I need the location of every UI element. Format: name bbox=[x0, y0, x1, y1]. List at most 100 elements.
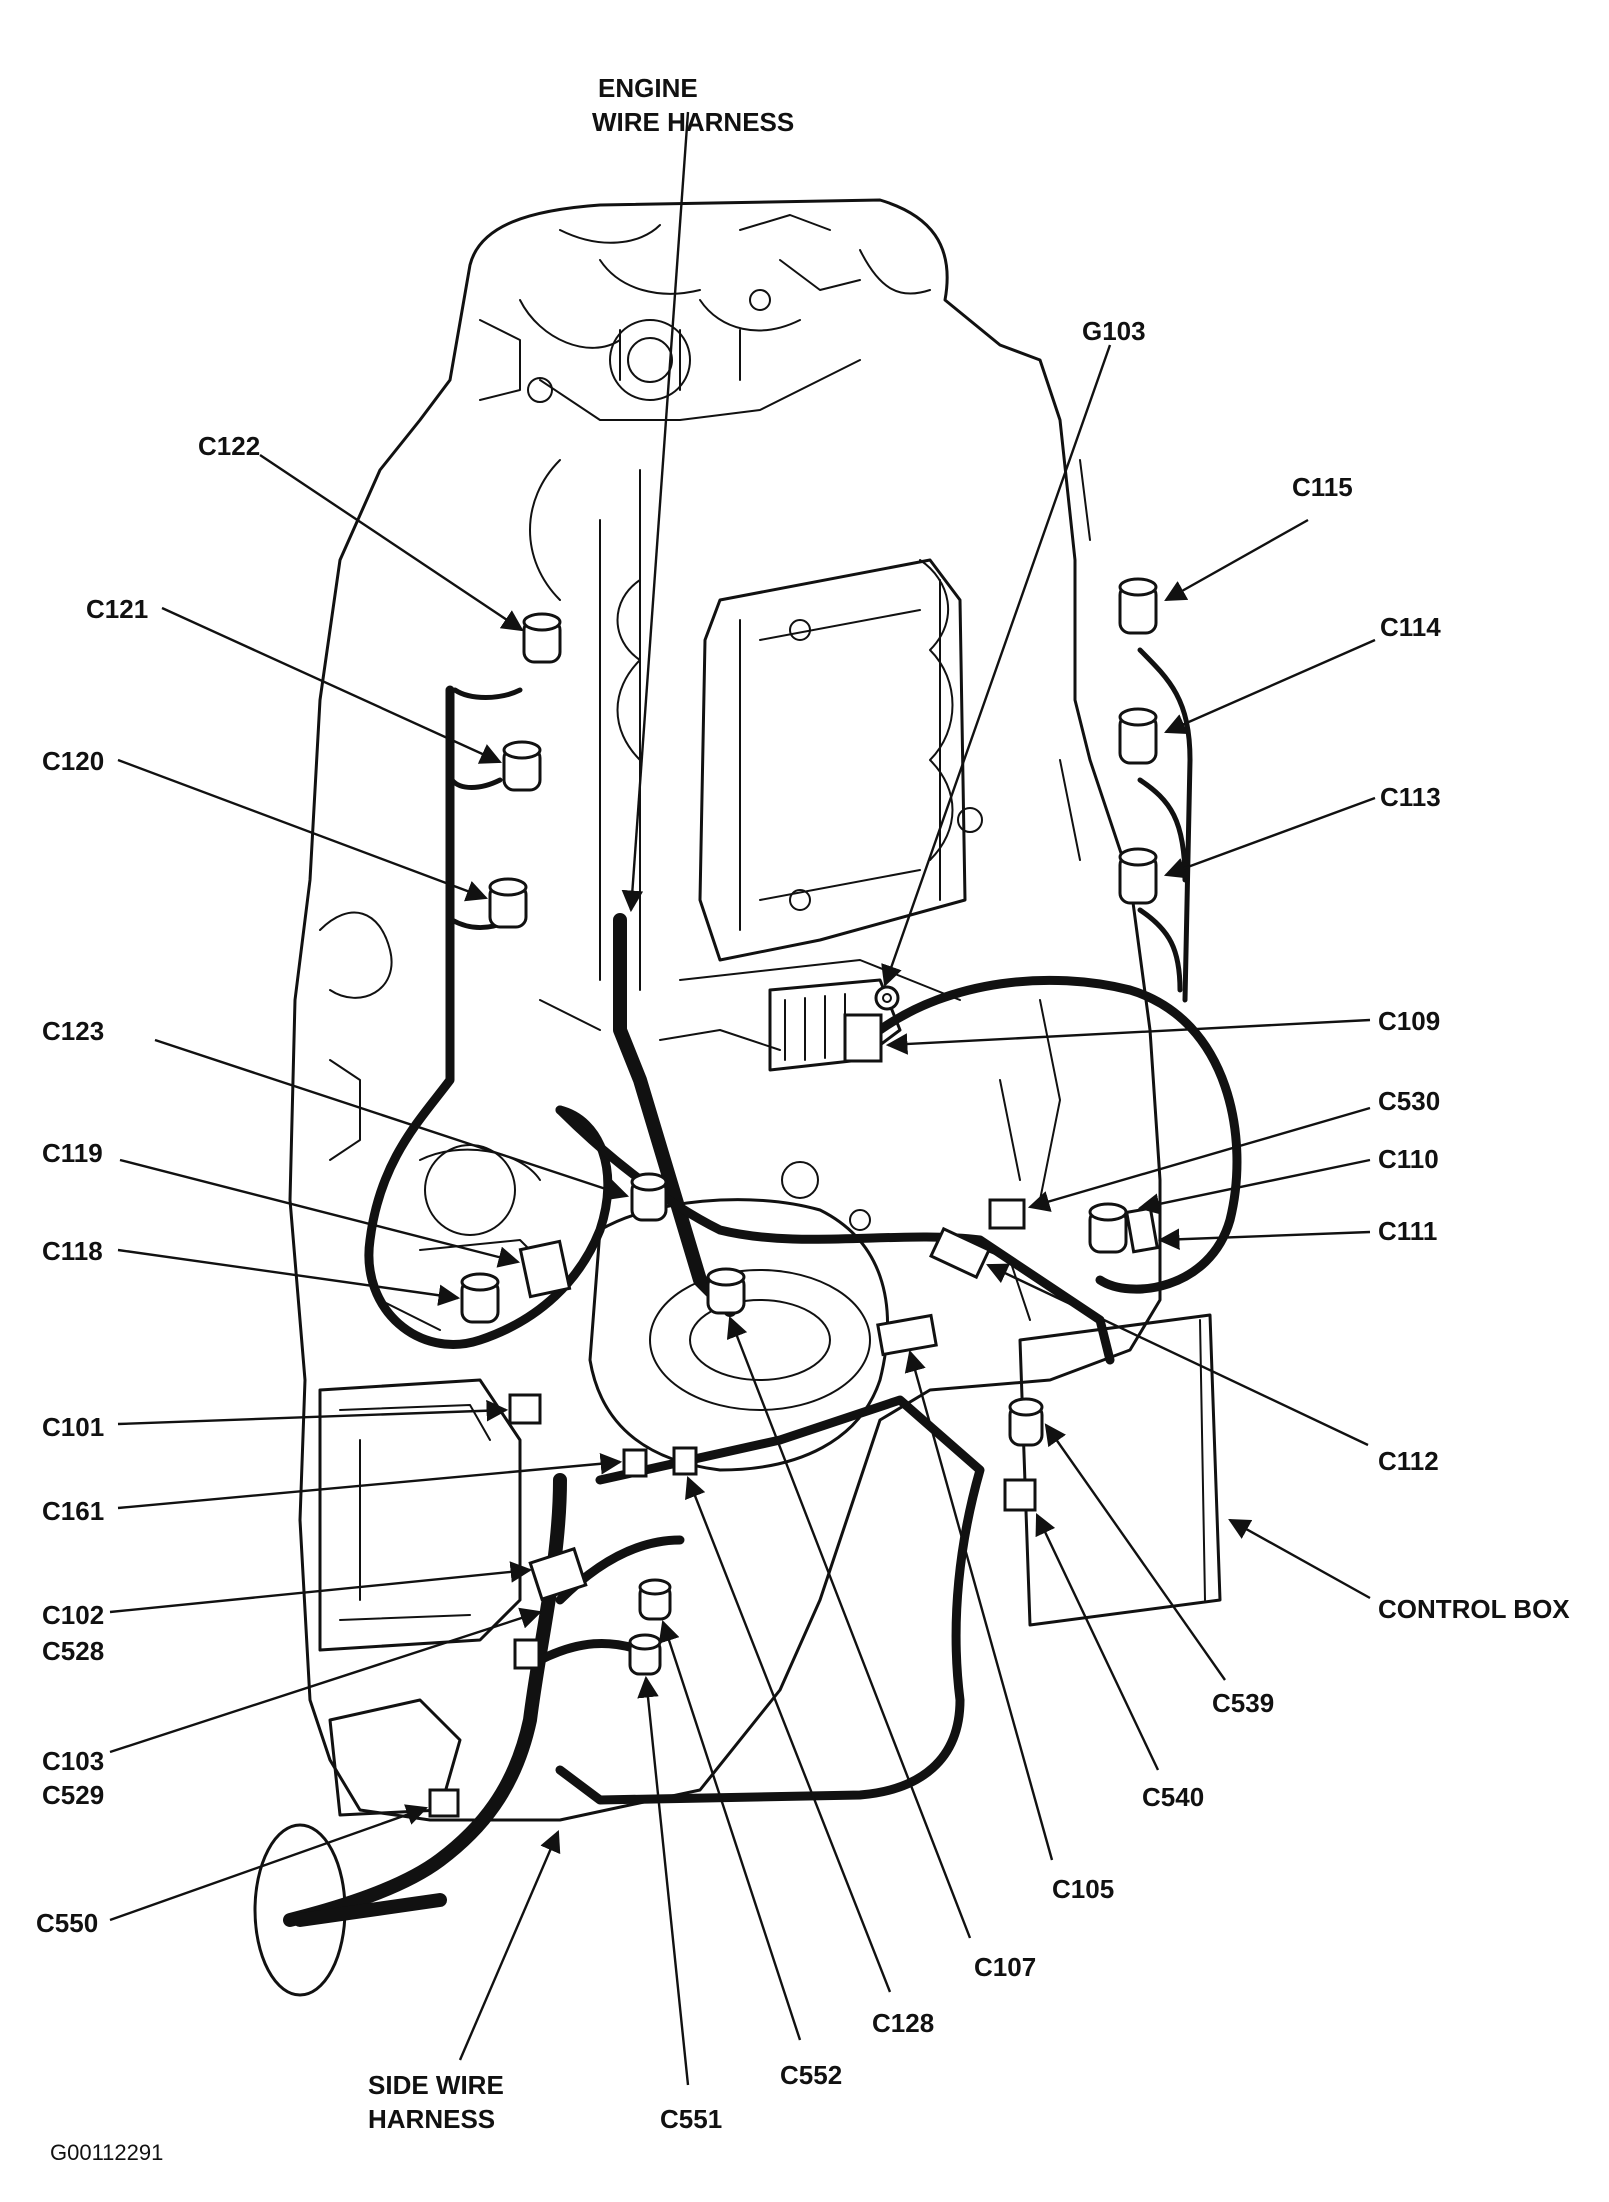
label-engine-wire-harness-1: ENGINE bbox=[598, 73, 698, 103]
throttle-body-inner bbox=[627, 337, 673, 383]
connector-c107 bbox=[706, 1267, 746, 1315]
bolt bbox=[789, 619, 811, 641]
leader-c123 bbox=[154, 1038, 630, 1201]
label-c551: C551 bbox=[660, 2104, 722, 2134]
leader-c107 bbox=[726, 1315, 972, 1939]
clutch-housing bbox=[649, 1269, 871, 1411]
connector-c114 bbox=[1118, 707, 1158, 765]
leader-c128 bbox=[685, 1475, 892, 1993]
label-c528: C528 bbox=[42, 1636, 104, 1666]
leader-lines bbox=[109, 111, 1376, 2086]
leader-c552 bbox=[658, 1619, 802, 2041]
battery-area bbox=[318, 1378, 522, 1652]
connector-c123 bbox=[630, 1172, 668, 1222]
connector-c539 bbox=[1008, 1397, 1044, 1447]
label-c101: C101 bbox=[42, 1412, 104, 1442]
label-side-wire-harness-1: SIDE WIRE bbox=[368, 2070, 504, 2100]
connector-c119 bbox=[518, 1239, 572, 1299]
bolt bbox=[527, 377, 553, 403]
connector-c101 bbox=[508, 1393, 542, 1425]
bolt bbox=[957, 807, 983, 833]
sensor bbox=[781, 1161, 819, 1199]
label-c118: C118 bbox=[42, 1236, 103, 1266]
cam-lobes bbox=[616, 559, 954, 861]
clutch-housing-inner bbox=[689, 1299, 831, 1381]
label-c110: C110 bbox=[1378, 1144, 1439, 1174]
connector-c105 bbox=[876, 1313, 938, 1357]
label-c111: C111 bbox=[1378, 1216, 1437, 1246]
label-c103: C103 bbox=[42, 1746, 104, 1776]
bolt bbox=[749, 289, 771, 311]
leader-c102 bbox=[109, 1561, 533, 1614]
connector-c120 bbox=[488, 877, 528, 929]
label-c112: C112 bbox=[1378, 1446, 1439, 1476]
leader-c539 bbox=[1044, 1423, 1226, 1681]
right-side-harness bbox=[1137, 647, 1193, 1003]
label-c123: C123 bbox=[42, 1016, 104, 1046]
connector-c109 bbox=[843, 1013, 883, 1063]
battery-detail bbox=[339, 1404, 491, 1621]
coil-ribs bbox=[784, 993, 846, 1061]
leader-c101 bbox=[117, 1399, 509, 1426]
connector-c110 bbox=[1124, 1206, 1160, 1254]
label-c552: C552 bbox=[780, 2060, 842, 2090]
ground-g103-bolt bbox=[882, 993, 892, 1003]
label-c105: C105 bbox=[1052, 1874, 1114, 1904]
engine-wire-harness bbox=[613, 913, 737, 1317]
label-side-wire-harness-2: HARNESS bbox=[368, 2104, 495, 2134]
leader-c161 bbox=[117, 1453, 623, 1510]
label-c530: C530 bbox=[1378, 1086, 1440, 1116]
transaxle bbox=[588, 1198, 889, 1472]
label-engine-wire-harness-2: WIRE HARNESS bbox=[592, 107, 794, 137]
connector-c115 bbox=[1118, 577, 1158, 635]
label-c109: C109 bbox=[1378, 1006, 1440, 1036]
leader-c103 bbox=[109, 1607, 543, 1754]
leader-c550 bbox=[109, 1804, 429, 1922]
leader-c109 bbox=[885, 1018, 1371, 1055]
label-c121: C121 bbox=[86, 594, 148, 624]
connector-c530 bbox=[988, 1198, 1026, 1230]
figure-id: G00112291 bbox=[50, 2140, 163, 2165]
leader-c120 bbox=[117, 758, 489, 902]
label-c120: C120 bbox=[42, 746, 104, 776]
label-c539: C539 bbox=[1212, 1688, 1274, 1718]
leader-c105 bbox=[904, 1349, 1054, 1861]
leader-c111 bbox=[1157, 1228, 1371, 1251]
leader-c110 bbox=[1137, 1158, 1371, 1215]
leader-engine-wire-harness bbox=[621, 111, 690, 913]
leader-c112 bbox=[986, 1263, 1369, 1447]
label-c114: C114 bbox=[1380, 612, 1441, 642]
valve-cover bbox=[698, 558, 967, 962]
leader-c119 bbox=[119, 1158, 521, 1268]
leader-c118 bbox=[117, 1248, 461, 1306]
left-fender-detail bbox=[319, 911, 561, 1331]
leader-c114 bbox=[1164, 638, 1376, 735]
leader-c122 bbox=[259, 454, 524, 632]
ground-g103 bbox=[874, 985, 900, 1011]
connector-c552 bbox=[638, 1578, 672, 1621]
left-harness-loop bbox=[364, 685, 613, 1349]
wire-harnesses bbox=[283, 647, 1242, 1927]
throttle-body bbox=[609, 319, 691, 401]
label-g103: G103 bbox=[1082, 316, 1146, 346]
connector-c113 bbox=[1118, 847, 1158, 905]
lower-cross-harness bbox=[555, 1395, 985, 1805]
valve-cover-detail bbox=[739, 579, 941, 931]
label-control-box: CONTROL BOX bbox=[1378, 1594, 1570, 1624]
leader-side-wire-harness bbox=[458, 1830, 561, 2061]
label-c115: C115 bbox=[1292, 472, 1353, 502]
control-box-edge bbox=[1199, 1319, 1206, 1601]
connector-c161 bbox=[622, 1448, 648, 1478]
connector-c111 bbox=[1088, 1202, 1128, 1254]
right-harness-loop bbox=[875, 975, 1242, 1294]
connector-c121 bbox=[502, 740, 542, 792]
mid-cross-harness bbox=[555, 1105, 1115, 1365]
bolt bbox=[849, 1209, 871, 1231]
callout-labels: ENGINE WIRE HARNESS G103 C122 C115 C121 … bbox=[36, 73, 1570, 2134]
exhaust-stub bbox=[293, 1893, 447, 1927]
connector-c118 bbox=[460, 1272, 500, 1324]
connector-c540 bbox=[1003, 1478, 1037, 1512]
label-c113: C113 bbox=[1380, 782, 1441, 812]
strut-tower bbox=[424, 1144, 516, 1236]
